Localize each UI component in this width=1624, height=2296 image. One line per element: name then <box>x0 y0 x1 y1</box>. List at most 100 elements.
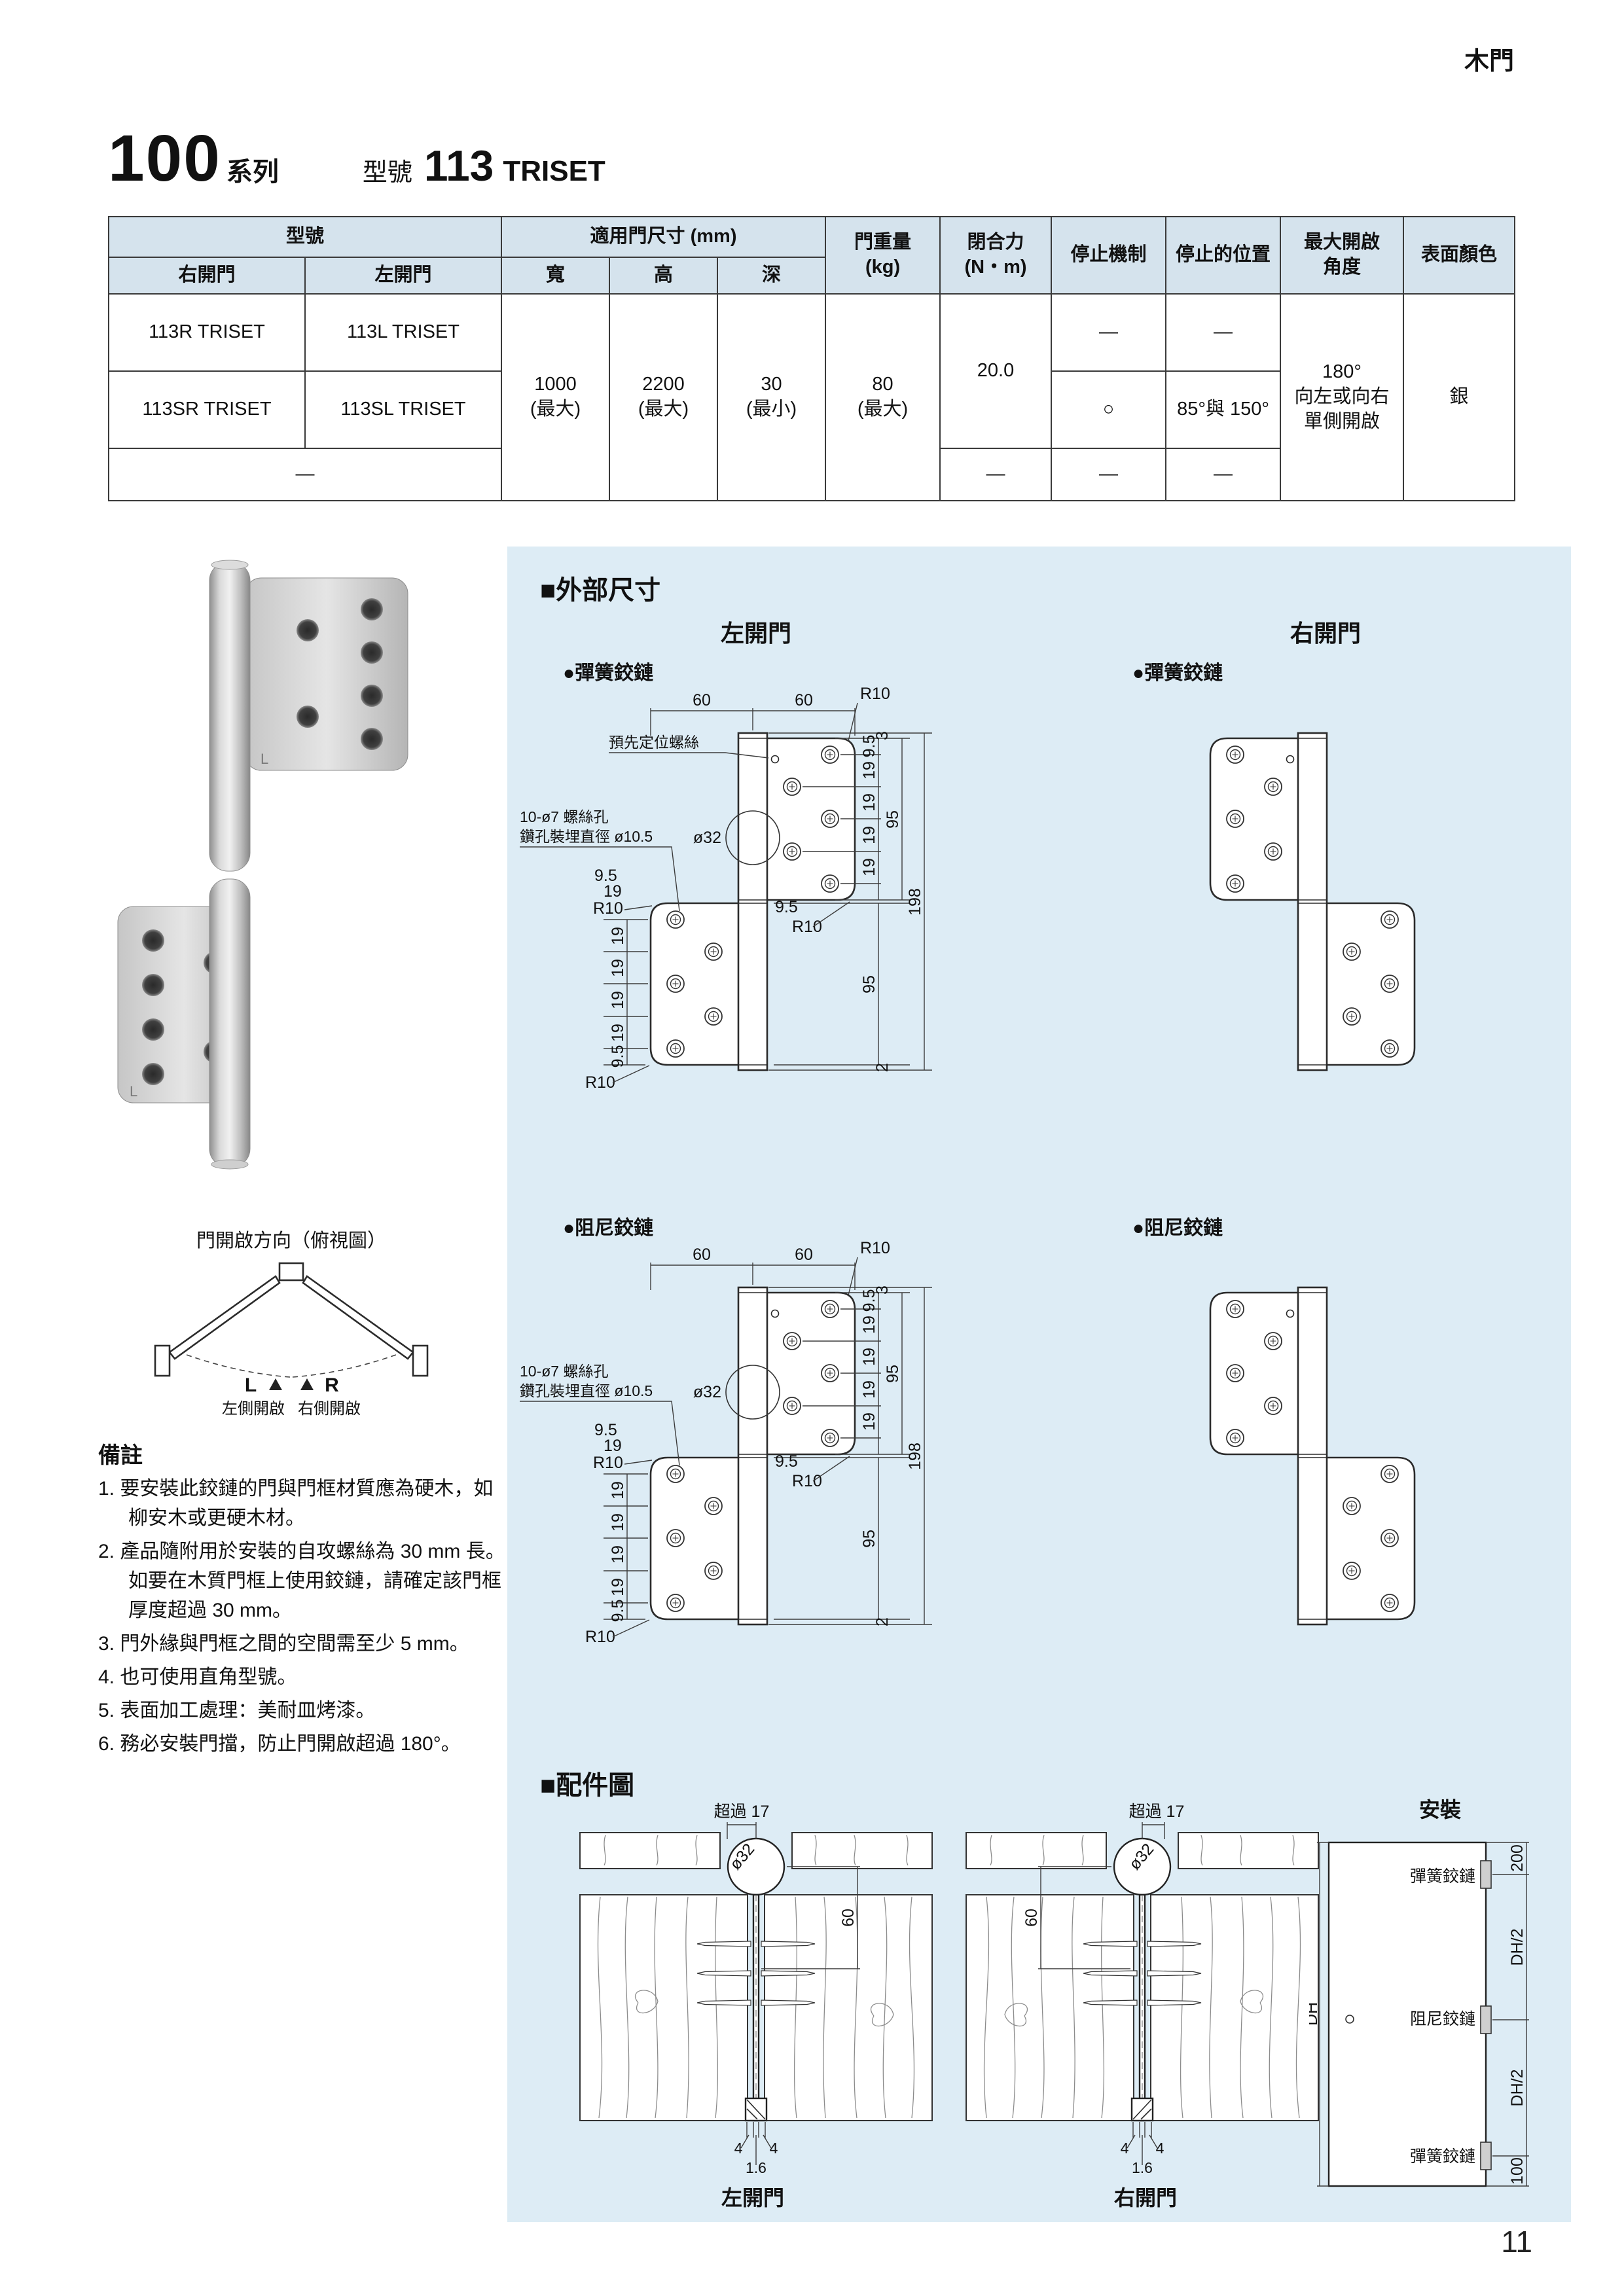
top-hinge-mark <box>1480 1860 1492 1889</box>
col-header-door-size: 適用門尺寸 (mm) <box>501 216 827 258</box>
install-diagram: 彈簧鉸鏈 阻尼鉸鏈 彈簧鉸鏈 DH 200 DH/2 DH/2 100 <box>1309 1841 1529 2187</box>
cell-stop-position-r1: — <box>1165 293 1282 372</box>
cell-stop-position-r2: 85°與 150° <box>1165 370 1282 449</box>
spec-table: 型號 適用門尺寸 (mm) 門重量 (kg) 閉合力 (N・m) 停止機制 停止… <box>107 216 1516 501</box>
install-bottom-hinge-label: 彈簧鉸鏈 <box>1410 2147 1475 2166</box>
hinge-lower-piece: L <box>117 878 251 1170</box>
note-item: 4. 也可使用直角型號。 <box>98 1666 297 1688</box>
note-item: 1. 要安裝此鉸鏈的門與門框材質應為硬木，如柳安木或更硬木材。 <box>98 1478 494 1529</box>
cell-model-r2-right: 113SR TRISET <box>108 370 306 449</box>
cell-stop-position-r3: — <box>1165 448 1282 501</box>
col-header-left-door: 左開門 <box>304 257 503 295</box>
col-header-right-door: 右開門 <box>108 257 306 295</box>
col-header-surface-color: 表面顏色 <box>1403 216 1516 295</box>
cell-depth: 30 (最小) <box>717 293 827 501</box>
dim-plate-thickness: 1.6 <box>1132 2159 1153 2176</box>
accessory-drawing-left: 超過 17 ø32 60 4 1.6 4 <box>579 1803 933 2176</box>
series-label: 系列 <box>226 158 279 187</box>
corner-tag: 木門 <box>1464 48 1514 75</box>
col-header-stop-mechanism: 停止機制 <box>1051 216 1167 295</box>
install-top-hinge-label: 彈簧鉸鏈 <box>1410 1867 1475 1886</box>
damper-hinge-label-right: ●阻尼鉸鏈 <box>1132 1217 1223 1239</box>
left-open-caption: 左側開啟 <box>222 1400 285 1418</box>
cell-stop-r1: — <box>1051 293 1167 372</box>
cell-surface-color: 銀 <box>1403 293 1516 501</box>
spring-hinge-drawing-right <box>1162 681 1463 1198</box>
dimensions-panel: ■外部尺寸 左開門 右開門 ●彈簧鉸鏈 ●彈簧鉸鏈 ●阻尼鉸鏈 ●阻尼鉸鏈 ■配… <box>507 547 1571 2222</box>
page-title: 100 系列 型號 113 TRISET <box>108 126 605 191</box>
cell-model-r1-left: 113L TRISET <box>304 293 503 372</box>
col-header-width: 寬 <box>501 257 611 295</box>
cell-weight: 80 (最大) <box>825 293 941 501</box>
col-header-closing-force: 閉合力 (N・m) <box>939 216 1053 295</box>
dimensions-section-title: ■外部尺寸 <box>540 576 661 605</box>
dim-gap: 4 <box>1121 2140 1129 2157</box>
spring-hinge-drawing-left <box>519 684 933 1092</box>
right-open-caption: 右側開啟 <box>298 1400 361 1418</box>
damper-hinge-drawing-right <box>1162 1235 1463 1752</box>
page-number: 11 <box>1501 2225 1532 2259</box>
left-arrow-icon <box>269 1378 282 1390</box>
damper-hinge-drawing-left <box>519 1238 933 1647</box>
dim-60: 60 <box>839 1909 857 1927</box>
cell-stop-r2: ○ <box>1051 370 1167 449</box>
note-item: 6. 務必安裝門擋，防止門開啟超過 180°。 <box>98 1733 461 1755</box>
dim-gap: 4 <box>770 2140 778 2157</box>
dim-60: 60 <box>1022 1909 1041 1927</box>
dim-upper-half: DH/2 <box>1508 1929 1526 1966</box>
cell-model-r3: — <box>107 448 503 501</box>
col-header-stop-position: 停止的位置 <box>1165 216 1282 295</box>
accessory-section-title: ■配件圖 <box>540 1771 635 1800</box>
plate-l-mark: L <box>130 1083 137 1100</box>
dim-over-17: 超過 17 <box>714 1803 770 1821</box>
install-title: 安裝 <box>1418 1798 1461 1821</box>
right-arrow-icon <box>300 1378 314 1390</box>
plate-l-mark: L <box>261 751 268 767</box>
model-label: 型號 <box>362 159 412 187</box>
direction-diagram: L R 左側開啟 右側開啟 <box>154 1262 429 1418</box>
cell-model-r2-left: 113SL TRISET <box>304 370 503 449</box>
right-letter: R <box>325 1374 339 1396</box>
col-header-depth: 深 <box>717 257 827 295</box>
dim-lower-half: DH/2 <box>1508 2070 1526 2107</box>
notes-title: 備註 <box>98 1443 143 1468</box>
spring-hinge-label-left: ●彈簧鉸鏈 <box>563 662 654 684</box>
cell-stop-r3: — <box>1051 448 1167 501</box>
accessory-left-caption: 左開門 <box>721 2186 784 2210</box>
note-item: 5. 表面加工處理：美耐皿烤漆。 <box>98 1700 376 1721</box>
product-photo: L L <box>117 560 408 1170</box>
spring-hinge-label-right: ●彈簧鉸鏈 <box>1132 662 1223 684</box>
series-number: 100 <box>108 122 221 195</box>
col-header-weight: 門重量 (kg) <box>825 216 941 295</box>
accessory-drawing-right: 超過 17 ø32 60 4 1.6 4 <box>965 1803 1320 2176</box>
door-knob-icon <box>1345 2015 1354 2024</box>
left-door-heading: 左開門 <box>720 620 791 647</box>
hinge-upper-piece: L <box>209 560 408 872</box>
col-header-model: 型號 <box>107 216 503 258</box>
dim-door-height: DH <box>1309 2002 1321 2026</box>
cell-closing-force-r3: — <box>939 448 1053 501</box>
note-item: 2. 產品隨附用於安裝的自攻螺絲為 30 mm 長。如要在木質門框上使用鉸鏈，請… <box>98 1541 505 1621</box>
bottom-hinge-mark <box>1480 2142 1492 2170</box>
dim-over-17: 超過 17 <box>1129 1803 1185 1821</box>
left-letter: L <box>245 1374 257 1396</box>
dim-gap: 4 <box>734 2140 743 2157</box>
model-number: 113 <box>424 141 494 190</box>
accessory-right-caption: 右開門 <box>1113 2186 1177 2210</box>
middle-hinge-mark <box>1480 2005 1492 2034</box>
notes-list: 1. 要安裝此鉸鏈的門與門框材質應為硬木，如柳安木或更硬木材。 2. 產品隨附用… <box>98 1474 507 1763</box>
cell-width: 1000 (最大) <box>501 293 611 501</box>
cell-height: 2200 (最大) <box>609 293 719 501</box>
dim-bottom-margin: 100 <box>1508 2157 1526 2185</box>
dim-top-margin: 200 <box>1508 1844 1526 1872</box>
right-door-heading: 右開門 <box>1290 620 1361 647</box>
install-middle-hinge-label: 阻尼鉸鏈 <box>1410 2010 1475 2028</box>
cell-model-r1-right: 113R TRISET <box>108 293 306 372</box>
direction-diagram-title: 門開啟方向（俯視圖） <box>196 1230 386 1251</box>
dim-plate-thickness: 1.6 <box>746 2159 767 2176</box>
note-item: 3. 門外緣與門框之間的空間需至少 5 mm。 <box>98 1633 469 1655</box>
model-name: TRISET <box>503 155 605 187</box>
dim-gap: 4 <box>1156 2140 1164 2157</box>
cell-max-opening: 180° 向左或向右 單側開啟 <box>1280 293 1405 501</box>
